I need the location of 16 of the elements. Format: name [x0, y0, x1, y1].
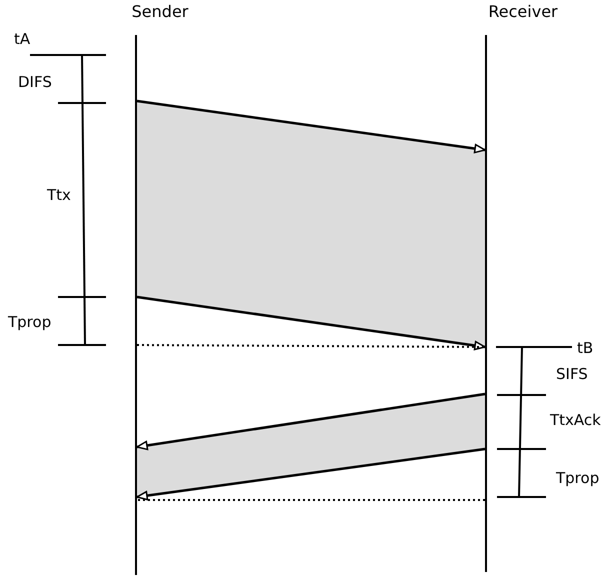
time-label: Ttx	[47, 186, 71, 204]
time-label: tA	[14, 30, 30, 48]
arrow	[136, 100, 486, 154]
time-label: TtxAck	[550, 411, 601, 429]
time-label: DIFS	[18, 73, 52, 91]
dotted-line	[137, 499, 485, 501]
time-label: SIFS	[556, 365, 588, 383]
lifeline-label: Receiver	[488, 2, 558, 21]
lifeline-label: Sender	[132, 2, 188, 21]
time-label: Tprop	[8, 313, 52, 331]
time-label: tB	[577, 339, 594, 357]
arrow	[136, 392, 486, 450]
arrow	[136, 296, 486, 350]
time-label: Tprop	[556, 469, 600, 487]
arrow	[136, 448, 486, 500]
dotted-line	[137, 344, 485, 348]
